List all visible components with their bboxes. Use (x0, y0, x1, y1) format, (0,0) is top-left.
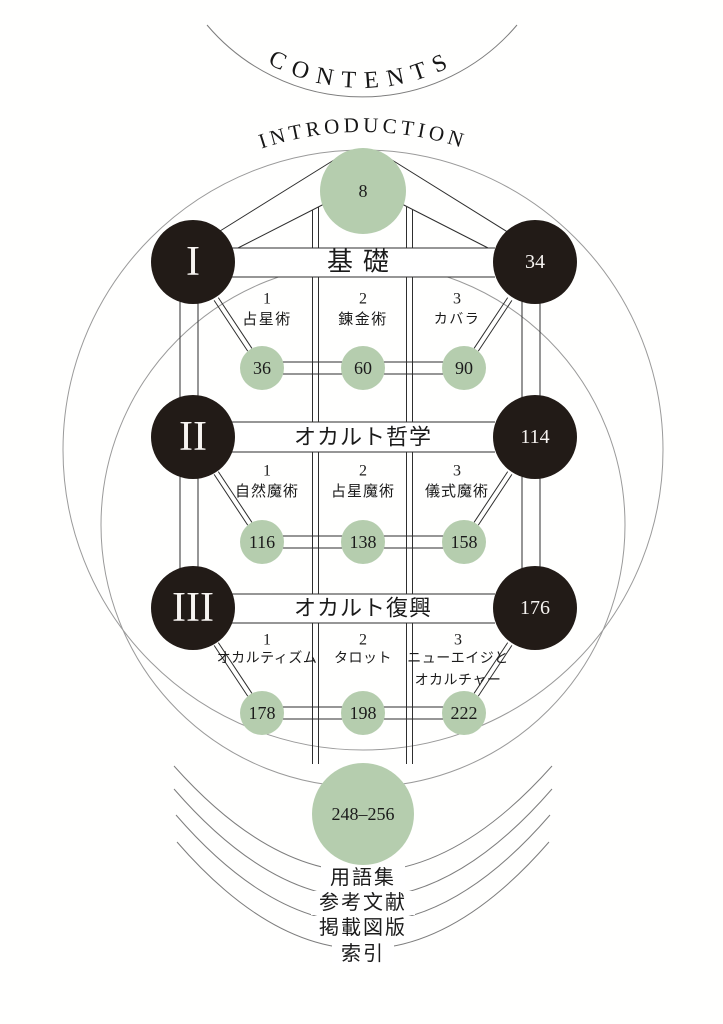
subsection-3-2-page: 198 (350, 703, 377, 723)
subsection-1-1-page: 36 (253, 358, 271, 378)
subsection-2-2-title: 占星魔術 (331, 483, 395, 500)
backmatter-item-figures: 掲載図版 (319, 916, 407, 939)
introduction-page: 8 (359, 181, 368, 201)
nodes (151, 148, 577, 865)
subsection-3-2-title: タロット (334, 651, 392, 667)
subsection-3-1-page: 178 (249, 703, 276, 723)
subsection-2-3-number: 3 (453, 463, 461, 480)
section-3-page: 176 (520, 597, 550, 619)
subsection-3-2-node (341, 691, 385, 735)
subsection-1-3-number: 3 (453, 291, 461, 308)
subsection-2-3-page: 158 (451, 532, 478, 552)
subsection-2-3-node (442, 520, 486, 564)
top-arc (206, 24, 518, 98)
subsection-1-1-title: 占星術 (242, 311, 292, 328)
backmatter-item-index: 索引 (341, 942, 385, 965)
subsection-3-3-page: 222 (451, 703, 478, 723)
section-2-title: オカルト哲学 (294, 425, 432, 450)
backmatter-item-bibliography: 参考文献 (319, 891, 407, 914)
section-2-page: 114 (520, 426, 549, 448)
subsection-3-3-number: 3 (454, 632, 462, 649)
backmatter-item-glossary: 用語集 (330, 866, 396, 889)
section-3-numeral: III (172, 585, 214, 631)
section-1-numeral: I (186, 239, 200, 285)
section-2-page-node (493, 395, 577, 479)
introduction-node (320, 148, 406, 234)
subsection-3-1-title: オカルティズム (217, 651, 318, 667)
subsection-1-1-number: 1 (263, 291, 271, 308)
section-3-node (151, 566, 235, 650)
subsection-2-1-page: 116 (249, 532, 275, 552)
subsection-2-2-page: 138 (350, 532, 377, 552)
column-lines (312, 207, 413, 764)
section-2-numeral: II (179, 414, 207, 460)
subsection-2-1-number: 1 (263, 463, 271, 480)
subsection-3-3-title: ニューエイジと (407, 652, 509, 667)
subsection-1-3-node (442, 346, 486, 390)
subsection-1-2-title: 錬金術 (338, 311, 388, 328)
contents-title: CONTENTS (265, 46, 460, 95)
section-1-title: 基礎 (327, 248, 399, 277)
subsection-2-1-title: 自然魔術 (235, 483, 299, 500)
subsection-1-3-page: 90 (455, 358, 473, 378)
subsection-1-1-node (240, 346, 284, 390)
subsection-1-2-number: 2 (359, 291, 367, 308)
subsection-1-3-title: カバラ (434, 313, 481, 328)
subsection-1-2-page: 60 (354, 358, 372, 378)
subsection-3-3-title-line2: オカルチャー (415, 674, 502, 689)
section-1-page: 34 (525, 251, 545, 273)
subsection-2-3-title: 儀式魔術 (425, 482, 489, 500)
subsection-2-1-node (240, 520, 284, 564)
subsection-2-2-number: 2 (359, 463, 367, 480)
subsection-1-2-node (341, 346, 385, 390)
subsection-3-3-node (442, 691, 486, 735)
contents-title-text: CONTENTS (265, 46, 451, 95)
roof-lines (211, 154, 515, 251)
pillar-lines (179, 300, 541, 569)
section-3-page-node (493, 566, 577, 650)
backmatter-labels: 用語集 参考文献 掲載図版 索引 (311, 866, 415, 966)
section-1-node (151, 220, 235, 304)
backmatter-node (312, 763, 414, 865)
backmatter-page-range: 248–256 (332, 804, 395, 824)
introduction-label: INTRODUCTION (256, 113, 471, 154)
subsection-2-2-node (341, 520, 385, 564)
section-3-title: オカルト復興 (294, 596, 432, 621)
subsection-3-1-node (240, 691, 284, 735)
section-2-node (151, 395, 235, 479)
subsection-3-2-number: 2 (359, 632, 367, 649)
section-diagonals (213, 297, 513, 697)
subsection-3-1-number: 1 (263, 632, 271, 649)
section-bands (231, 247, 495, 624)
section-1-page-node (493, 220, 577, 304)
introduction-label-text: INTRODUCTION (256, 113, 467, 154)
